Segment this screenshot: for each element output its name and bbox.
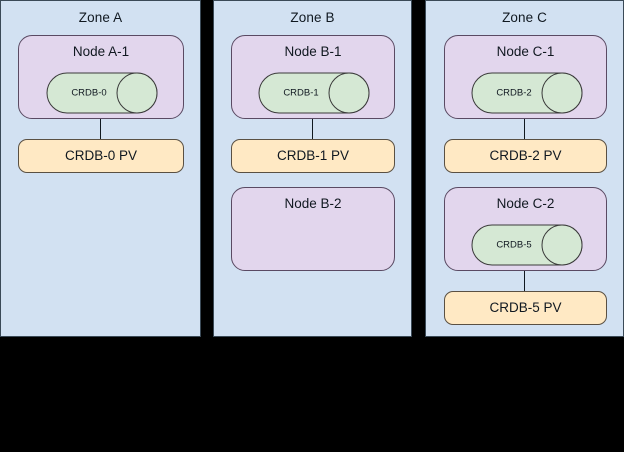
zone-label-b: Zone B (290, 10, 335, 25)
connector-node-b-1-to-pv (312, 119, 313, 139)
node-box-b-2[interactable]: Node B-2 (231, 187, 395, 271)
node-label-a-1: Node A-1 (72, 44, 130, 59)
zone-container-c[interactable]: Zone C Node C-1 CRDB-2 CRDB-2 PV Node C-… (425, 0, 624, 337)
database-cylinder-crdb-5[interactable]: CRDB-5 (471, 224, 583, 266)
connector-node-c-1-to-pv (524, 119, 525, 139)
connector-node-c-2-to-pv (524, 271, 525, 291)
node-box-b-1[interactable]: Node B-1 CRDB-1 (231, 35, 395, 119)
pv-box-crdb-0-pv[interactable]: CRDB-0 PV (18, 139, 184, 173)
pv-label-crdb-5-pv: CRDB-5 PV (489, 300, 562, 315)
node-label-c-1: Node C-1 (496, 44, 555, 59)
node-box-c-1[interactable]: Node C-1 CRDB-2 (444, 35, 607, 119)
database-cylinder-crdb-1[interactable]: CRDB-1 (258, 72, 370, 114)
zone-label-a: Zone A (78, 10, 123, 25)
pv-box-crdb-1-pv[interactable]: CRDB-1 PV (231, 139, 395, 173)
node-box-c-2[interactable]: Node C-2 CRDB-5 (444, 187, 607, 271)
database-cylinder-crdb-0[interactable]: CRDB-0 (46, 72, 158, 114)
node-label-c-2: Node C-2 (496, 196, 555, 211)
zone-container-b[interactable]: Zone B Node B-1 CRDB-1 CRDB-1 PV Node B-… (213, 0, 412, 337)
pv-label-crdb-0-pv: CRDB-0 PV (64, 148, 137, 163)
zone-label-c: Zone C (502, 10, 547, 25)
zone-container-a[interactable]: Zone A Node A-1 CRDB-0 CRDB-0 PV (0, 0, 201, 337)
pv-box-crdb-5-pv[interactable]: CRDB-5 PV (444, 291, 607, 325)
node-label-b-1: Node B-1 (284, 44, 342, 59)
node-box-a-1[interactable]: Node A-1 CRDB-0 (18, 35, 184, 119)
connector-node-a-1-to-pv (100, 119, 101, 139)
node-label-b-2: Node B-2 (284, 196, 342, 211)
pv-label-crdb-2-pv: CRDB-2 PV (489, 148, 562, 163)
pv-box-crdb-2-pv[interactable]: CRDB-2 PV (444, 139, 607, 173)
database-cylinder-crdb-2[interactable]: CRDB-2 (471, 72, 583, 114)
pv-label-crdb-1-pv: CRDB-1 PV (276, 148, 349, 163)
